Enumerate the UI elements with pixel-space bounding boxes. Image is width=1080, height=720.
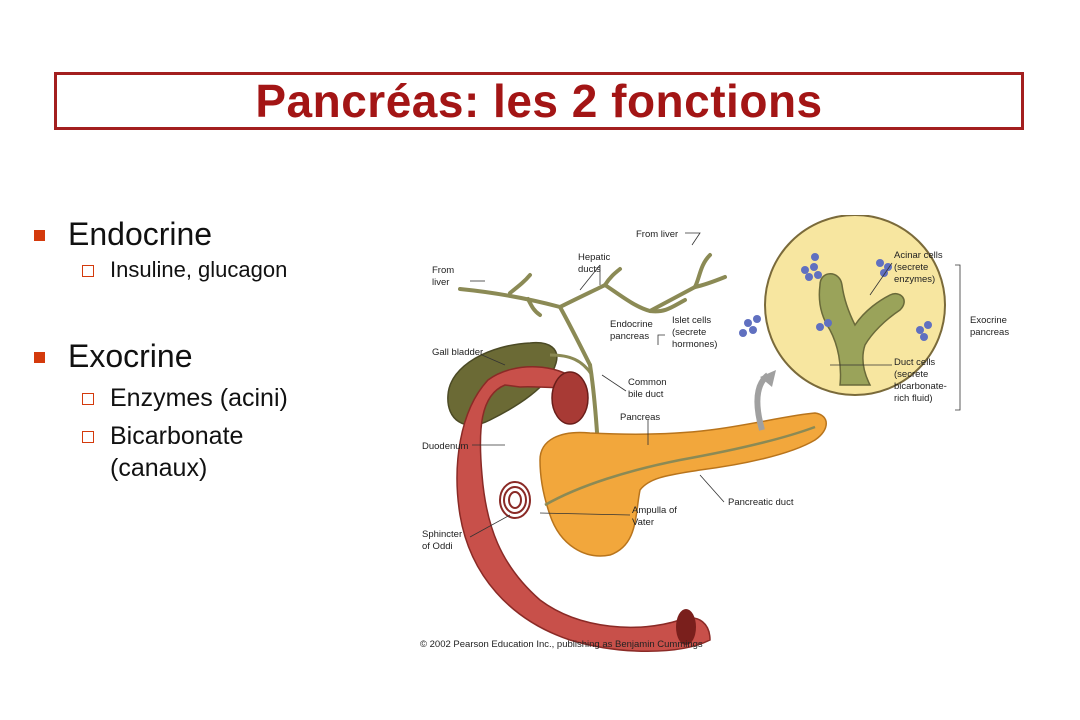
label-from-liver-left: From — [432, 265, 454, 276]
duodenum — [456, 366, 711, 652]
label-common-bile-duct: Common — [628, 377, 667, 388]
label-acinar-cells-3: enzymes) — [894, 274, 935, 285]
label-sphincter-2: of Oddi — [422, 541, 453, 552]
leader-lines — [469, 232, 961, 538]
label-islet-cells-2: (secrete — [672, 327, 706, 338]
sub-bullet-insuline: Insuline, glucagon — [32, 254, 392, 286]
label-acinar-cells-2: (secrete — [894, 262, 928, 273]
label-hepatic-ducts: Hepatic — [578, 252, 610, 263]
label-common-bile-duct-2: bile duct — [628, 389, 664, 400]
label-endocrine-pancreas: Endocrine — [610, 319, 653, 330]
label-exocrine-pancreas-2: pancreas — [970, 327, 1009, 338]
label-exocrine-pancreas: Exocrine — [970, 315, 1007, 326]
label-duct-cells-4: rich fluid) — [894, 393, 933, 404]
sub-bullet-enzymes: Enzymes (acini) — [32, 382, 392, 414]
label-islet-cells: Islet cells — [672, 315, 711, 326]
sub-bullet-bicarbonate: Bicarbonate — [32, 420, 392, 452]
label-hepatic-ducts-2: ducts — [578, 264, 601, 275]
label-pancreatic-duct: Pancreatic duct — [728, 497, 794, 508]
slide-title: Pancréas: les 2 fonctions — [255, 75, 823, 127]
bullet-list: Endocrine Insuline, glucagon Exocrine En… — [32, 214, 392, 484]
figure-labels: From liver From liver Hepatic ducts Gall… — [422, 229, 1009, 552]
label-from-liver-top: From liver — [636, 229, 678, 240]
label-endocrine-pancreas-2: pancreas — [610, 331, 649, 342]
label-acinar-cells: Acinar cells — [894, 250, 943, 261]
pancreas-illustration: From liver From liver Hepatic ducts Gall… — [420, 215, 1009, 652]
label-pancreas: Pancreas — [620, 412, 660, 423]
label-duct-cells-2: (secrete — [894, 369, 928, 380]
label-from-liver-left-2: liver — [432, 277, 449, 288]
bullet-endocrine: Endocrine — [32, 214, 392, 254]
label-gall-bladder: Gall bladder — [432, 347, 483, 358]
bullet-exocrine: Exocrine — [32, 336, 392, 376]
sphincter — [499, 481, 531, 519]
label-duct-cells: Duct cells — [894, 357, 935, 368]
acinus-inset — [739, 215, 946, 396]
label-islet-cells-3: hormones) — [672, 339, 717, 350]
label-duct-cells-3: bicarbonate- — [894, 381, 947, 392]
figure-caption: © 2002 Pearson Education Inc., publishin… — [420, 639, 703, 650]
pancreas — [539, 412, 827, 557]
label-ampulla-2: Vater — [632, 517, 654, 528]
title-box: Pancréas: les 2 fonctions — [54, 72, 1024, 130]
pancreas-figure: From liver From liver Hepatic ducts Gall… — [410, 215, 1030, 660]
label-sphincter: Sphincter — [422, 529, 462, 540]
label-duodenum: Duodenum — [422, 441, 469, 452]
label-ampulla: Ampulla of — [632, 505, 677, 516]
sub-bullet-bicarbonate-cont: (canaux) — [110, 454, 208, 482]
